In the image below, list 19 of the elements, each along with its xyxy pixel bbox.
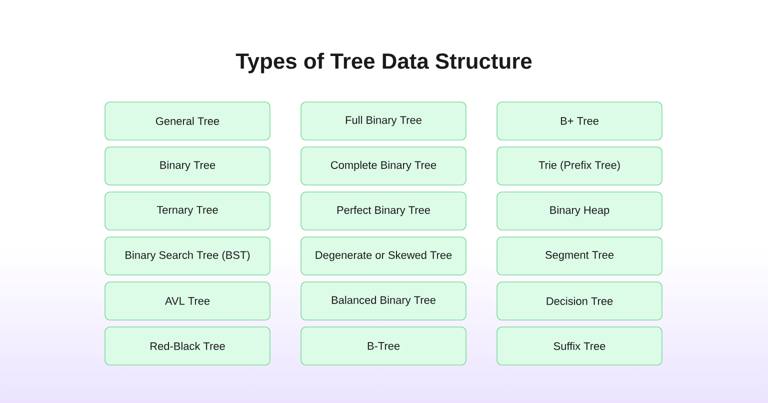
tree-type-box: Binary Tree <box>104 146 270 186</box>
tree-type-box: Balanced Binary Tree <box>300 282 466 320</box>
tree-type-box: Full Binary Tree <box>300 102 466 140</box>
tree-type-box: Binary Heap <box>496 192 662 230</box>
tree-type-box: Degenerate or Skewed Tree <box>300 236 466 276</box>
tree-type-box: B-Tree <box>300 326 466 366</box>
tree-type-box: Ternary Tree <box>104 192 270 230</box>
tree-type-box: Suffix Tree <box>496 326 662 366</box>
tree-type-box: Segment Tree <box>496 236 662 276</box>
tree-type-box: Binary Search Tree (BST) <box>104 236 270 276</box>
tree-type-box: General Tree <box>104 102 270 140</box>
tree-type-box: Trie (Prefix Tree) <box>496 146 662 186</box>
tree-type-box: Perfect Binary Tree <box>300 192 466 230</box>
tree-type-box: Decision Tree <box>496 282 662 320</box>
title: Types of Tree Data Structure <box>236 52 532 74</box>
tree-type-box: AVL Tree <box>104 282 270 320</box>
tree-type-box: Red-Black Tree <box>104 326 270 366</box>
tree-type-box: Complete Binary Tree <box>300 146 466 186</box>
tree-type-box: B+ Tree <box>496 102 662 140</box>
